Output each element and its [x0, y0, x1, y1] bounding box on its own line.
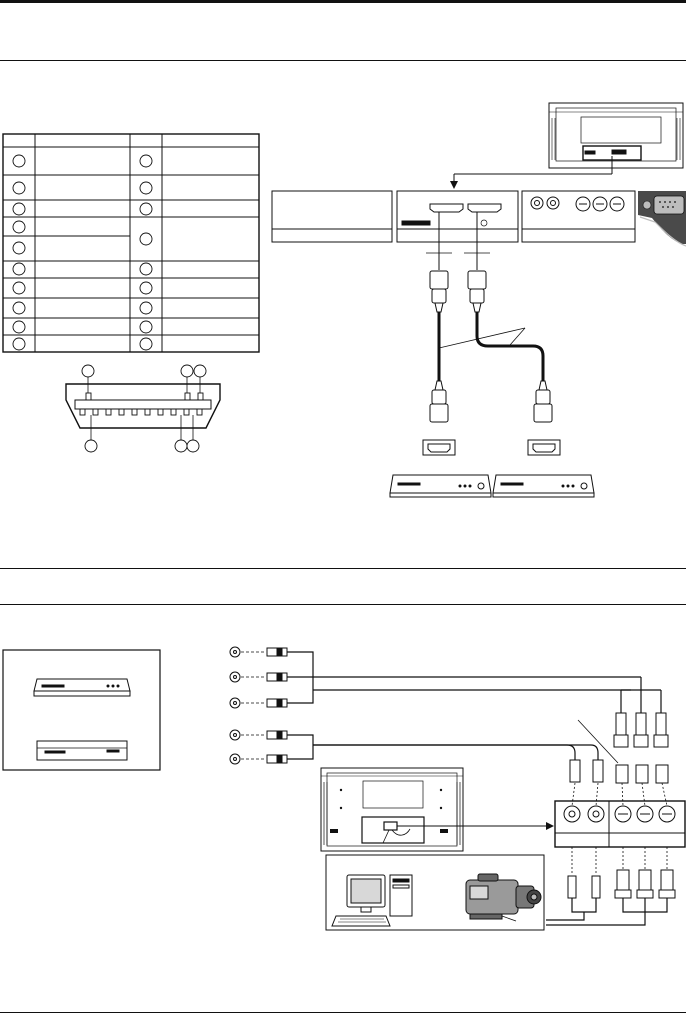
- bnc-plugs-upper: [569, 712, 669, 784]
- bottom-rule: [0, 1012, 686, 1013]
- hdmi-section-divider: [0, 60, 686, 61]
- terminal-output-cables: [546, 869, 676, 926]
- component-section-divider-bottom: [0, 604, 686, 605]
- display-rear-lower: [320, 767, 554, 852]
- rca-input-row: [229, 646, 662, 765]
- display-rear-view: [450, 102, 684, 189]
- peripherals-frame: [325, 854, 545, 931]
- hdmi-pin-diagram: [65, 364, 221, 453]
- source-devices-panel: [2, 649, 161, 771]
- top-rule: [0, 0, 686, 3]
- hdmi-cables: [426, 212, 553, 423]
- pin-number-circles: [12, 154, 153, 351]
- playback-device-pair: [389, 474, 595, 498]
- hdmi-pin-table: [2, 133, 260, 353]
- component-terminal-board: [554, 782, 686, 875]
- camcorder-icon: [465, 873, 542, 922]
- device-hdmi-sockets: [422, 439, 561, 456]
- component-section-divider-top: [0, 568, 686, 569]
- pc-input-panel: [638, 191, 686, 247]
- terminal-strip: [271, 190, 636, 243]
- computer-icon: [331, 874, 413, 927]
